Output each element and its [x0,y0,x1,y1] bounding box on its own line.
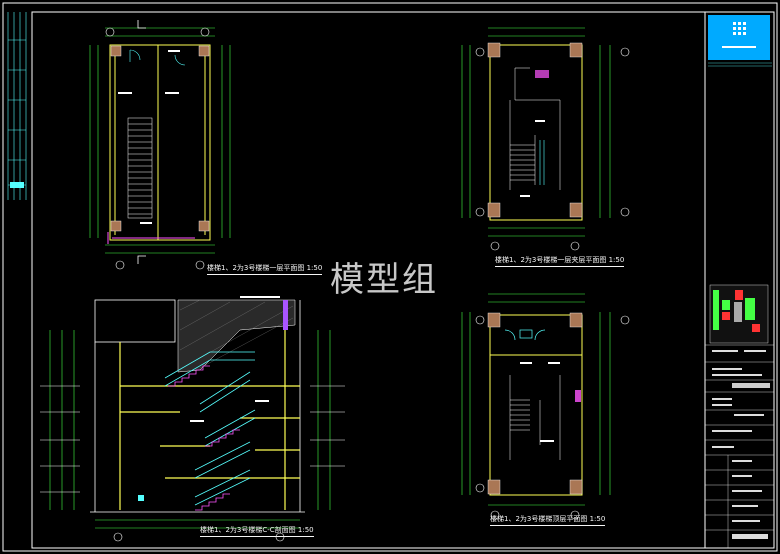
binding-mark [10,182,24,188]
section-lower-left [40,296,345,542]
caption-section-lower-left: 楼梯1、2为3号楼梯C-C剖面图 1:50 [200,525,314,537]
caption-plan-upper-left: 楼梯1、2为3号楼梯一层平面图 1:50 [207,263,322,275]
caption-plan-upper-right: 楼梯1、2为3号楼梯一层夹层平面图 1:50 [495,255,624,267]
sheet-inner-border [31,11,775,549]
watermark: 模型组 [330,260,438,300]
plan-lower-right [461,293,630,520]
plan-upper-left [89,20,231,270]
binding-strip [7,12,27,200]
title-block [704,12,774,548]
plan-upper-right [461,27,630,251]
caption-plan-lower-right: 楼梯1、2为3号楼梯顶层平面图 1:50 [490,514,605,526]
